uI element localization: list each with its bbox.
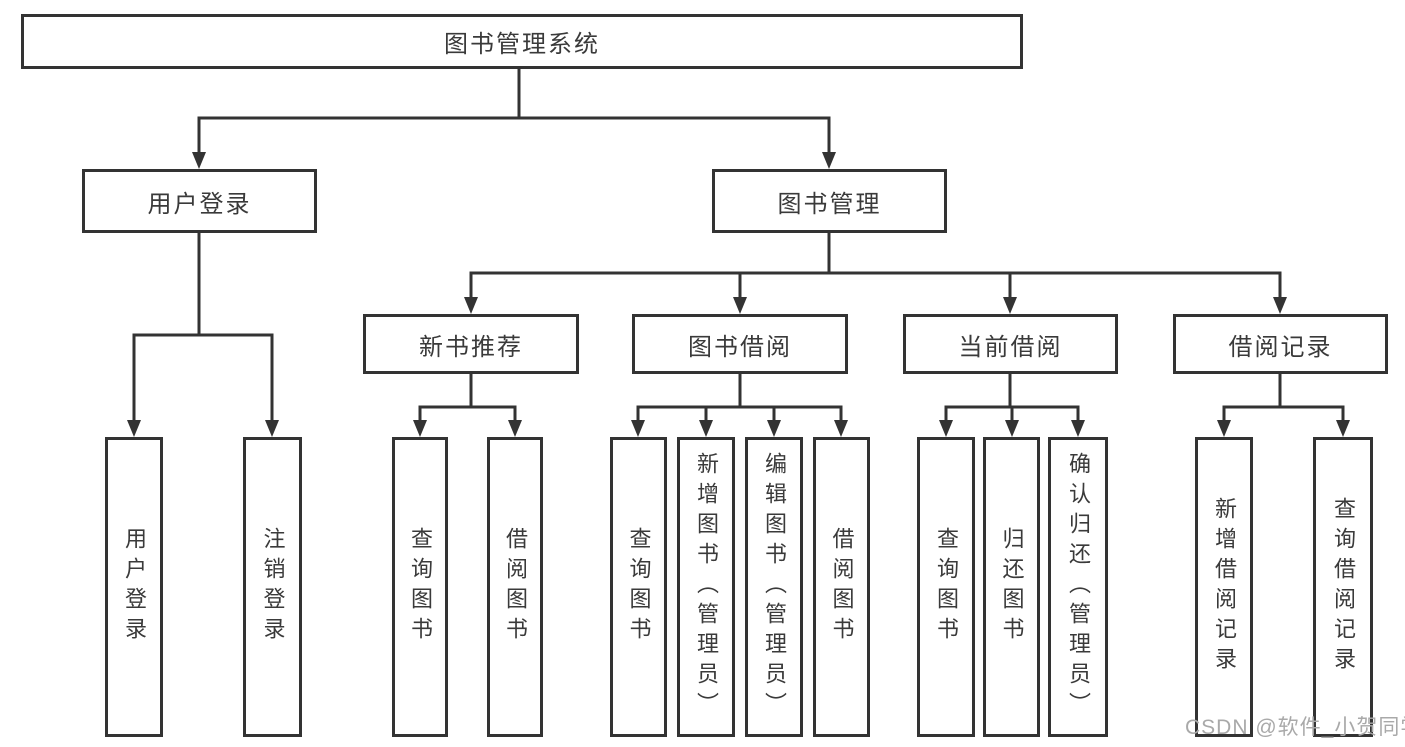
node-library-management-system: 图书管理系统 [21, 14, 1023, 69]
leaf-return-books: 归还图书 [983, 437, 1040, 737]
leaf-confirm-return-admin: 确认归还（管理员） [1048, 437, 1108, 737]
leaf-query-borrow-record: 查询借阅记录 [1313, 437, 1373, 737]
node-book-management: 图书管理 [712, 169, 947, 233]
csdn-watermark: CSDN @软件_小贺同学 [1185, 716, 1405, 739]
leaf-add-books-admin: 新增图书（管理员） [677, 437, 735, 737]
leaf-logout: 注销登录 [243, 437, 302, 737]
node-book-borrowing: 图书借阅 [632, 314, 848, 374]
node-user-login: 用户登录 [82, 169, 317, 233]
node-new-book-recommendation: 新书推荐 [363, 314, 579, 374]
leaf-user-login: 用户登录 [105, 437, 163, 737]
leaf-query-books-newbook: 查询图书 [392, 437, 448, 737]
leaf-borrow-books-borrowing: 借阅图书 [813, 437, 870, 737]
node-borrowing-records: 借阅记录 [1173, 314, 1388, 374]
leaf-borrow-books-newbook: 借阅图书 [487, 437, 543, 737]
leaf-edit-books-admin: 编辑图书（管理员） [745, 437, 803, 737]
leaf-add-borrow-record: 新增借阅记录 [1195, 437, 1253, 737]
node-current-borrowing: 当前借阅 [903, 314, 1118, 374]
leaf-query-books-borrowing: 查询图书 [610, 437, 667, 737]
leaf-query-books-current: 查询图书 [917, 437, 975, 737]
